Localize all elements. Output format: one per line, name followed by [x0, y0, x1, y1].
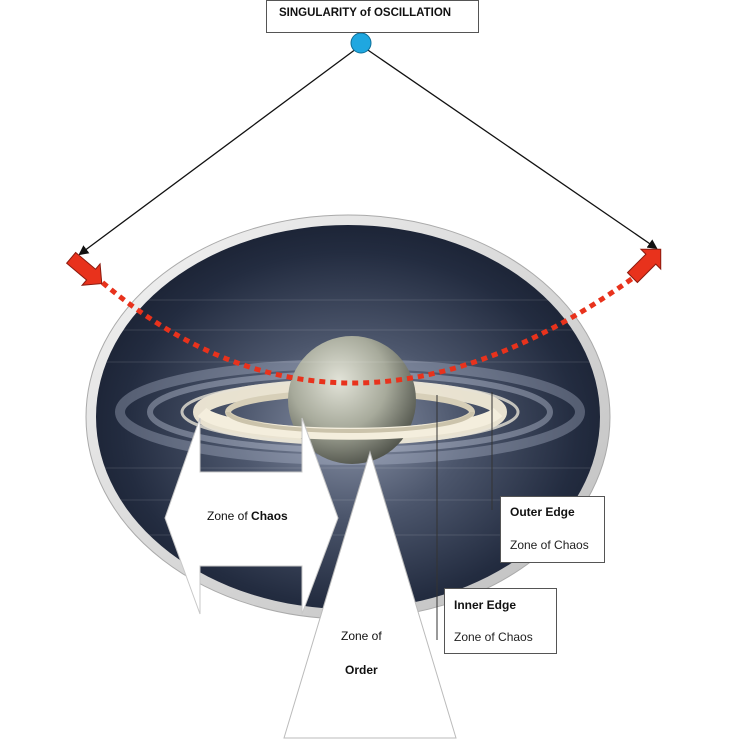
chaos-double-arrow: [164, 417, 339, 615]
pendulum-left-string: [78, 45, 361, 256]
chaos-zone-emphasis: Chaos: [251, 509, 288, 523]
singularity-point: [350, 32, 372, 54]
order-cone: [283, 450, 457, 739]
chaos-zone-label: Zone of Chaos: [207, 509, 288, 523]
inner-edge-box: Inner Edge Zone of Chaos: [444, 588, 557, 654]
order-zone-line1: Zone of: [341, 629, 382, 643]
outer-edge-title: Outer Edge: [510, 505, 575, 519]
outer-edge-subtitle: Zone of Chaos: [510, 538, 589, 552]
order-zone-line2: Order: [345, 663, 378, 677]
inner-edge-subtitle: Zone of Chaos: [454, 630, 533, 644]
outer-edge-box: Outer Edge Zone of Chaos: [500, 496, 605, 563]
left-swing-arrow: [65, 251, 103, 286]
saturn-space-image: [96, 225, 600, 609]
right-swing-arrow: [626, 248, 662, 284]
chaos-zone-prefix: Zone of: [207, 509, 252, 523]
pendulum-right-string: [361, 45, 658, 250]
diagram-title: SINGULARITY of OSCILLATION: [279, 7, 452, 19]
oscillation-swing-path: [84, 262, 654, 386]
title-box: SINGULARITY of OSCILLATION: [266, 0, 479, 33]
inner-edge-title: Inner Edge: [454, 598, 517, 612]
